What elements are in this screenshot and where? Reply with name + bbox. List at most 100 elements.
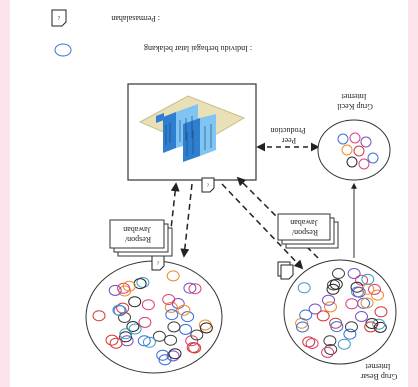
- member-circle: [324, 344, 338, 355]
- member-circle: [299, 309, 313, 321]
- member-circle: [177, 304, 191, 316]
- respon-left-line1: Respon/: [124, 235, 151, 244]
- peer-production-line2: Production: [270, 126, 305, 135]
- member-circle: [305, 338, 319, 349]
- member-circle: [116, 302, 130, 314]
- grup-besar-line1: Grup Besar: [360, 372, 397, 381]
- grup-besar-line2: Internet: [365, 362, 391, 371]
- member-circle: [126, 321, 140, 332]
- legend-circle-label: : Individu berbagai latar belakang: [144, 44, 252, 53]
- member-circle: [119, 331, 133, 343]
- member-circle: [296, 321, 309, 333]
- member-circle: [138, 316, 152, 328]
- member-circle: [332, 268, 345, 279]
- legend-document-label: : Permasalahan: [111, 14, 160, 23]
- member-circle: [199, 322, 213, 334]
- respon-right-label: Respon/ Jawaban: [290, 218, 318, 237]
- grup-besar-left: [85, 260, 223, 374]
- respon-right-line2: Jawaban: [290, 218, 318, 227]
- legend: ? : Permasalahan : Individu berbagai lat…: [51, 9, 252, 57]
- member-circle: [330, 321, 344, 333]
- grup-kecil-line1: Grup Kecil: [336, 102, 373, 111]
- peer-production-line1: Peer: [282, 136, 297, 145]
- grup-besar-right-members: [295, 268, 388, 358]
- grup-besar-left-members: [92, 270, 213, 366]
- member-circle: [364, 321, 378, 333]
- svg-text:?: ?: [157, 262, 160, 267]
- member-circle: [164, 334, 178, 346]
- member-circle: [324, 301, 337, 313]
- member-circle: [323, 335, 337, 347]
- respon-right-up-arrow: [236, 176, 319, 259]
- member-circle: [355, 274, 369, 286]
- member-circle: [374, 306, 388, 318]
- legend-document-icon: ?: [51, 9, 67, 27]
- member-circle: [352, 286, 366, 298]
- grup-kecil: [317, 119, 391, 181]
- respon-cards-left: Respon/ Jawaban: [109, 219, 173, 257]
- member-circle: [166, 270, 180, 282]
- member-circle: [329, 278, 343, 290]
- member-circle: [141, 299, 155, 311]
- member-circle: [137, 335, 151, 347]
- member-circle: [142, 336, 156, 348]
- member-circle: [302, 336, 316, 348]
- member-circle: [128, 296, 142, 308]
- member-circle: [371, 289, 384, 301]
- grup-kecil-members: [337, 132, 379, 170]
- problem-left-down-arrow: [180, 183, 193, 258]
- svg-text:?: ?: [58, 16, 61, 22]
- member-circle: [167, 321, 181, 333]
- member-circle: [321, 346, 335, 358]
- member-circle: [345, 321, 358, 333]
- member-circle: [168, 348, 182, 360]
- member-circle: [92, 310, 106, 322]
- member-circle: [108, 284, 122, 296]
- grup-besar-label: Grup Besar Internet: [359, 362, 398, 381]
- member-circle: [109, 337, 123, 349]
- member-circle: [162, 294, 176, 305]
- member-circle: [119, 328, 133, 340]
- building-icon: [138, 95, 246, 162]
- member-circle: [105, 334, 119, 346]
- member-circle: [350, 281, 364, 293]
- respon-left-line2: Jawaban: [123, 225, 151, 234]
- document-icon-box: ?: [201, 177, 215, 193]
- member-circle: [181, 311, 195, 323]
- member-circle: [355, 311, 368, 322]
- respon-left-label: Respon/ Jawaban: [123, 225, 151, 244]
- member-circle: [368, 283, 381, 295]
- member-circle: [164, 301, 178, 313]
- member-circle: [112, 304, 126, 316]
- member-circle: [122, 280, 136, 292]
- member-circle: [117, 282, 131, 294]
- member-circle: [156, 349, 170, 361]
- member-circle: [308, 303, 322, 315]
- member-circle: [185, 335, 199, 347]
- peer-production-label: Peer Production: [270, 126, 305, 145]
- svg-text:?: ?: [207, 184, 210, 189]
- member-circle: [322, 294, 335, 306]
- member-circle: [347, 268, 361, 279]
- member-circle: [360, 297, 374, 309]
- member-circle: [165, 309, 179, 321]
- member-circle: [188, 283, 202, 295]
- member-circle: [372, 318, 386, 330]
- member-circle: [190, 329, 204, 341]
- legend-circle-icon: [54, 43, 72, 57]
- member-circle: [183, 282, 197, 294]
- member-circle: [297, 282, 311, 294]
- grup-kecil-label: Grup Kecil Internet: [335, 92, 373, 111]
- member-circle: [316, 310, 330, 322]
- member-circle: [337, 338, 351, 350]
- member-circle: [361, 273, 375, 285]
- member-circle: [343, 328, 357, 340]
- grup-besar-right: [283, 259, 397, 365]
- respon-right-line1: Respon/: [291, 228, 318, 237]
- grup-kecil-line2: Internet: [341, 92, 367, 101]
- member-circle: [345, 298, 359, 310]
- respon-cards-right: Respon/ Jawaban: [277, 213, 339, 249]
- member-circle: [188, 342, 202, 354]
